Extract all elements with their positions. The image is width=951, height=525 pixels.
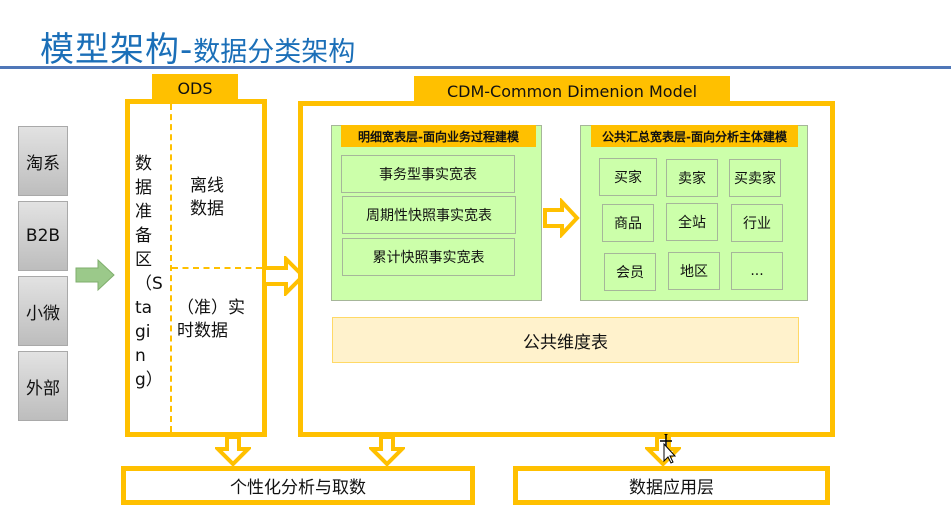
summary-item-label: 全站 bbox=[678, 215, 706, 231]
summary-item-label: 商品 bbox=[614, 216, 642, 232]
dimension-table-label: 公共维度表 bbox=[523, 332, 608, 353]
title-separator: - bbox=[180, 30, 194, 70]
source-external: 外部 bbox=[18, 351, 68, 421]
cdm-down-arrow-left-icon bbox=[369, 435, 405, 467]
common-dimension-table: 公共维度表 bbox=[332, 317, 799, 363]
detail-item-periodic-snapshot: 周期性快照事实宽表 bbox=[342, 196, 516, 234]
summary-item-site: 全站 bbox=[666, 203, 718, 241]
detail-item-label: 周期性快照事实宽表 bbox=[366, 208, 492, 224]
detail-to-summary-arrow-icon bbox=[543, 198, 580, 238]
ods-to-cdm-arrow-icon bbox=[262, 256, 306, 296]
detail-layer-title-text: 明细宽表层-面向业务过程建模 bbox=[358, 129, 519, 144]
data-application-label: 数据应用层 bbox=[629, 478, 714, 498]
summary-item-label: 卖家 bbox=[678, 171, 706, 187]
ods-divider-vertical bbox=[170, 104, 172, 432]
summary-layer-title: 公共汇总宽表层-面向分析主体建模 bbox=[591, 125, 798, 147]
source-label: B2B bbox=[25, 226, 61, 246]
source-taoxi: 淘系 bbox=[18, 126, 68, 196]
summary-item-buyer: 买家 bbox=[599, 158, 657, 196]
source-label: 淘系 bbox=[26, 153, 60, 174]
title-sub: 数据分类架构 bbox=[193, 37, 356, 68]
source-label: 小微 bbox=[26, 303, 60, 324]
ods-down-arrow-icon bbox=[215, 435, 251, 467]
detail-layer-title: 明细宽表层-面向业务过程建模 bbox=[341, 125, 536, 147]
page-title: 模型架构-数据分类架构 bbox=[40, 22, 355, 71]
summary-item-region: 地区 bbox=[668, 252, 720, 290]
personalized-analysis-box: 个性化分析与取数 bbox=[121, 466, 475, 505]
staging-label: 数据准备区（Staging） bbox=[135, 154, 163, 390]
summary-item-label: 买家 bbox=[614, 170, 642, 186]
summary-item-seller: 卖家 bbox=[666, 159, 718, 197]
ods-divider-horizontal bbox=[172, 267, 262, 269]
mouse-cursor-icon bbox=[660, 434, 677, 464]
summary-item-label: 会员 bbox=[616, 265, 644, 281]
summary-item-label: 行业 bbox=[743, 216, 771, 232]
title-divider bbox=[0, 66, 951, 69]
detail-item-label: 累计快照事实宽表 bbox=[372, 250, 485, 266]
summary-item-product: 商品 bbox=[602, 204, 654, 242]
summary-item-label: 地区 bbox=[680, 264, 708, 280]
offline-data-label: 离线数据 bbox=[190, 176, 224, 219]
source-label: 外部 bbox=[26, 378, 60, 399]
cdm-tab-label: CDM-Common Dimenion Model bbox=[446, 81, 698, 101]
detail-item-transaction: 事务型事实宽表 bbox=[341, 155, 515, 193]
source-b2b: B2B bbox=[18, 201, 68, 271]
data-application-layer-box: 数据应用层 bbox=[513, 466, 830, 505]
detail-item-label: 事务型事实宽表 bbox=[379, 167, 477, 183]
summary-item-label: 买卖家 bbox=[734, 171, 776, 187]
summary-item-buyer-seller: 买卖家 bbox=[729, 159, 781, 197]
personalized-analysis-label: 个性化分析与取数 bbox=[230, 478, 366, 498]
source-xiaowei: 小微 bbox=[18, 276, 68, 346]
realtime-data-label: （准）实时数据 bbox=[177, 298, 245, 341]
ods-tab-label: ODS bbox=[177, 78, 213, 98]
summary-item-more: ... bbox=[731, 252, 783, 290]
summary-layer-title-text: 公共汇总宽表层-面向分析主体建模 bbox=[602, 129, 787, 144]
sources-to-ods-arrow-icon bbox=[75, 258, 115, 292]
ods-tab: ODS bbox=[152, 74, 238, 102]
detail-item-cumulative-snapshot: 累计快照事实宽表 bbox=[342, 238, 515, 276]
summary-item-industry: 行业 bbox=[731, 204, 783, 242]
title-main: 模型架构 bbox=[40, 30, 180, 70]
summary-item-label: ... bbox=[750, 263, 764, 279]
summary-item-member: 会员 bbox=[604, 253, 656, 291]
